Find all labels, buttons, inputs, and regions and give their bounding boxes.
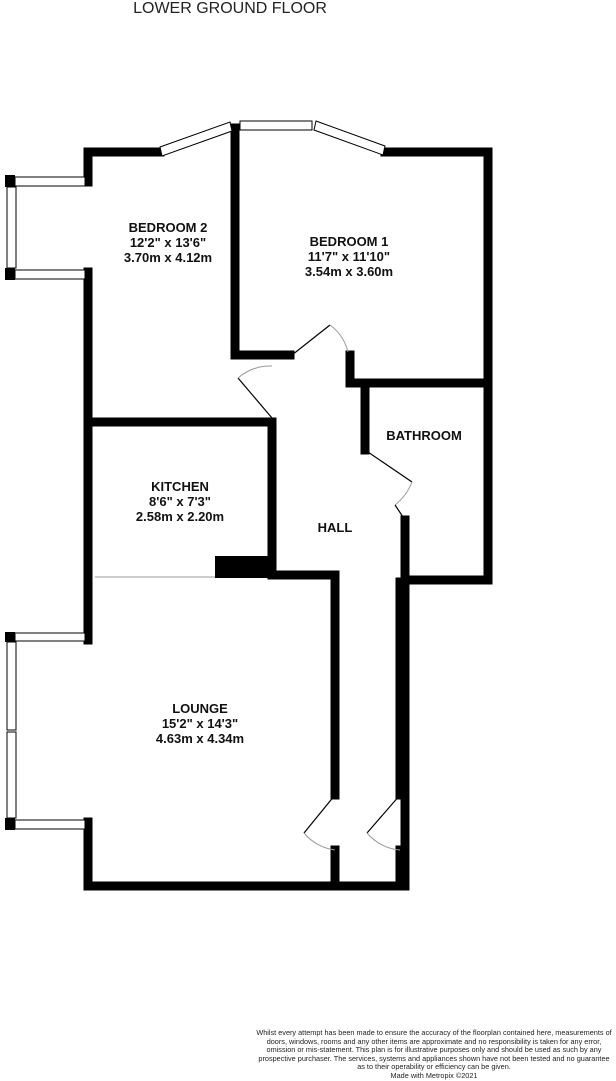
windows [6, 120, 386, 830]
credit: Made with Metropix ©2021 [390, 1070, 478, 1080]
room-imperial: 8'6" x 7'3" [149, 494, 211, 509]
room-imperial: 15'2" x 14'3" [162, 716, 238, 731]
room-bathroom: BATHROOM [386, 428, 462, 443]
room-imperial: 12'2" x 13'6" [130, 235, 206, 250]
room-name: LOUNGE [172, 701, 228, 716]
room-bedroom-1: BEDROOM 1 11'7" x 11'10" 3.54m x 3.60m [305, 234, 393, 279]
room-kitchen: KITCHEN 8'6" x 7'3" 2.58m x 2.20m [136, 479, 224, 524]
disclaimer: Whilst every attempt has been made to en… [255, 1028, 613, 1081]
room-metric: 3.70m x 4.12m [124, 250, 212, 265]
room-imperial: 11'7" x 11'10" [308, 249, 390, 264]
room-bedroom-2: BEDROOM 2 12'2" x 13'6" 3.70m x 4.12m [124, 220, 212, 265]
room-hall: HALL [318, 520, 353, 535]
room-metric: 4.63m x 4.34m [156, 731, 244, 746]
room-name: KITCHEN [151, 479, 209, 494]
disclaimer-text: Whilst every attempt has been made to en… [256, 1028, 612, 1072]
walls [5, 123, 493, 891]
room-lounge: LOUNGE 15'2" x 14'3" 4.63m x 4.34m [156, 701, 244, 746]
room-name: BEDROOM 1 [310, 234, 389, 249]
room-metric: 2.58m x 2.20m [136, 509, 224, 524]
floor-title: LOWER GROUND FLOOR [133, 0, 327, 17]
room-name: HALL [318, 520, 353, 535]
room-metric: 3.54m x 3.60m [305, 264, 393, 279]
room-name: BEDROOM 2 [129, 220, 208, 235]
room-name: BATHROOM [386, 428, 462, 443]
doors [237, 324, 413, 851]
